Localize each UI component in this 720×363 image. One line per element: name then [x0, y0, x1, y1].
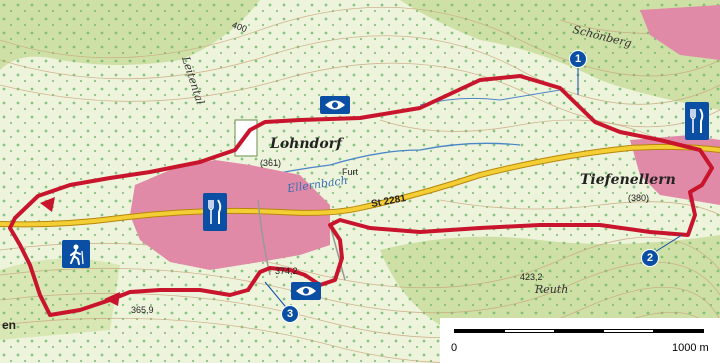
settlement-lohndorf — [130, 160, 330, 270]
viewpoint-icon[interactable] — [291, 282, 321, 300]
restaurant-icon[interactable] — [203, 193, 227, 231]
marker-3[interactable]: 3 — [281, 305, 299, 323]
scale-end-label: 1000 m — [672, 342, 709, 354]
fork-knife-icon — [690, 108, 704, 133]
fork-knife-icon — [208, 199, 222, 224]
marker-1[interactable]: 1 — [569, 50, 587, 68]
hiking-route[interactable] — [8, 74, 714, 317]
settlement-schonberg — [640, 5, 720, 60]
eye-icon — [296, 286, 316, 296]
place-label-lohndorf: Lohndorf — [270, 136, 343, 152]
edge-label: en — [2, 318, 17, 332]
elevation-lohndorf: (361) — [260, 158, 282, 168]
place-label-reuth: Reuth — [535, 283, 569, 296]
direction-arrow — [104, 292, 120, 306]
place-label-tiefenellern: Tiefenellern — [580, 172, 676, 188]
elevation-3659: 365,9 — [131, 305, 154, 315]
elevation-3742: 374,2 — [275, 266, 298, 276]
scale-bar-graphic — [454, 329, 704, 333]
scale-start-label: 0 — [451, 342, 458, 354]
direction-arrow — [40, 197, 55, 212]
eye-icon — [325, 100, 345, 110]
road-st2281 — [0, 144, 720, 227]
viewpoint-icon[interactable] — [320, 96, 350, 114]
hiker-figure-icon — [70, 244, 84, 265]
contour-lines — [0, 6, 720, 363]
elevation-tiefenellern: (380) — [628, 193, 650, 203]
scale-bar: 0 1000 m — [440, 318, 720, 363]
hiker-icon[interactable] — [62, 240, 90, 268]
side-road — [329, 224, 346, 281]
restaurant-icon[interactable] — [685, 102, 709, 140]
elevation-4232: 423,2 — [520, 272, 543, 282]
marker-2[interactable]: 2 — [641, 249, 659, 267]
place-label-furt: Furt — [342, 167, 359, 177]
